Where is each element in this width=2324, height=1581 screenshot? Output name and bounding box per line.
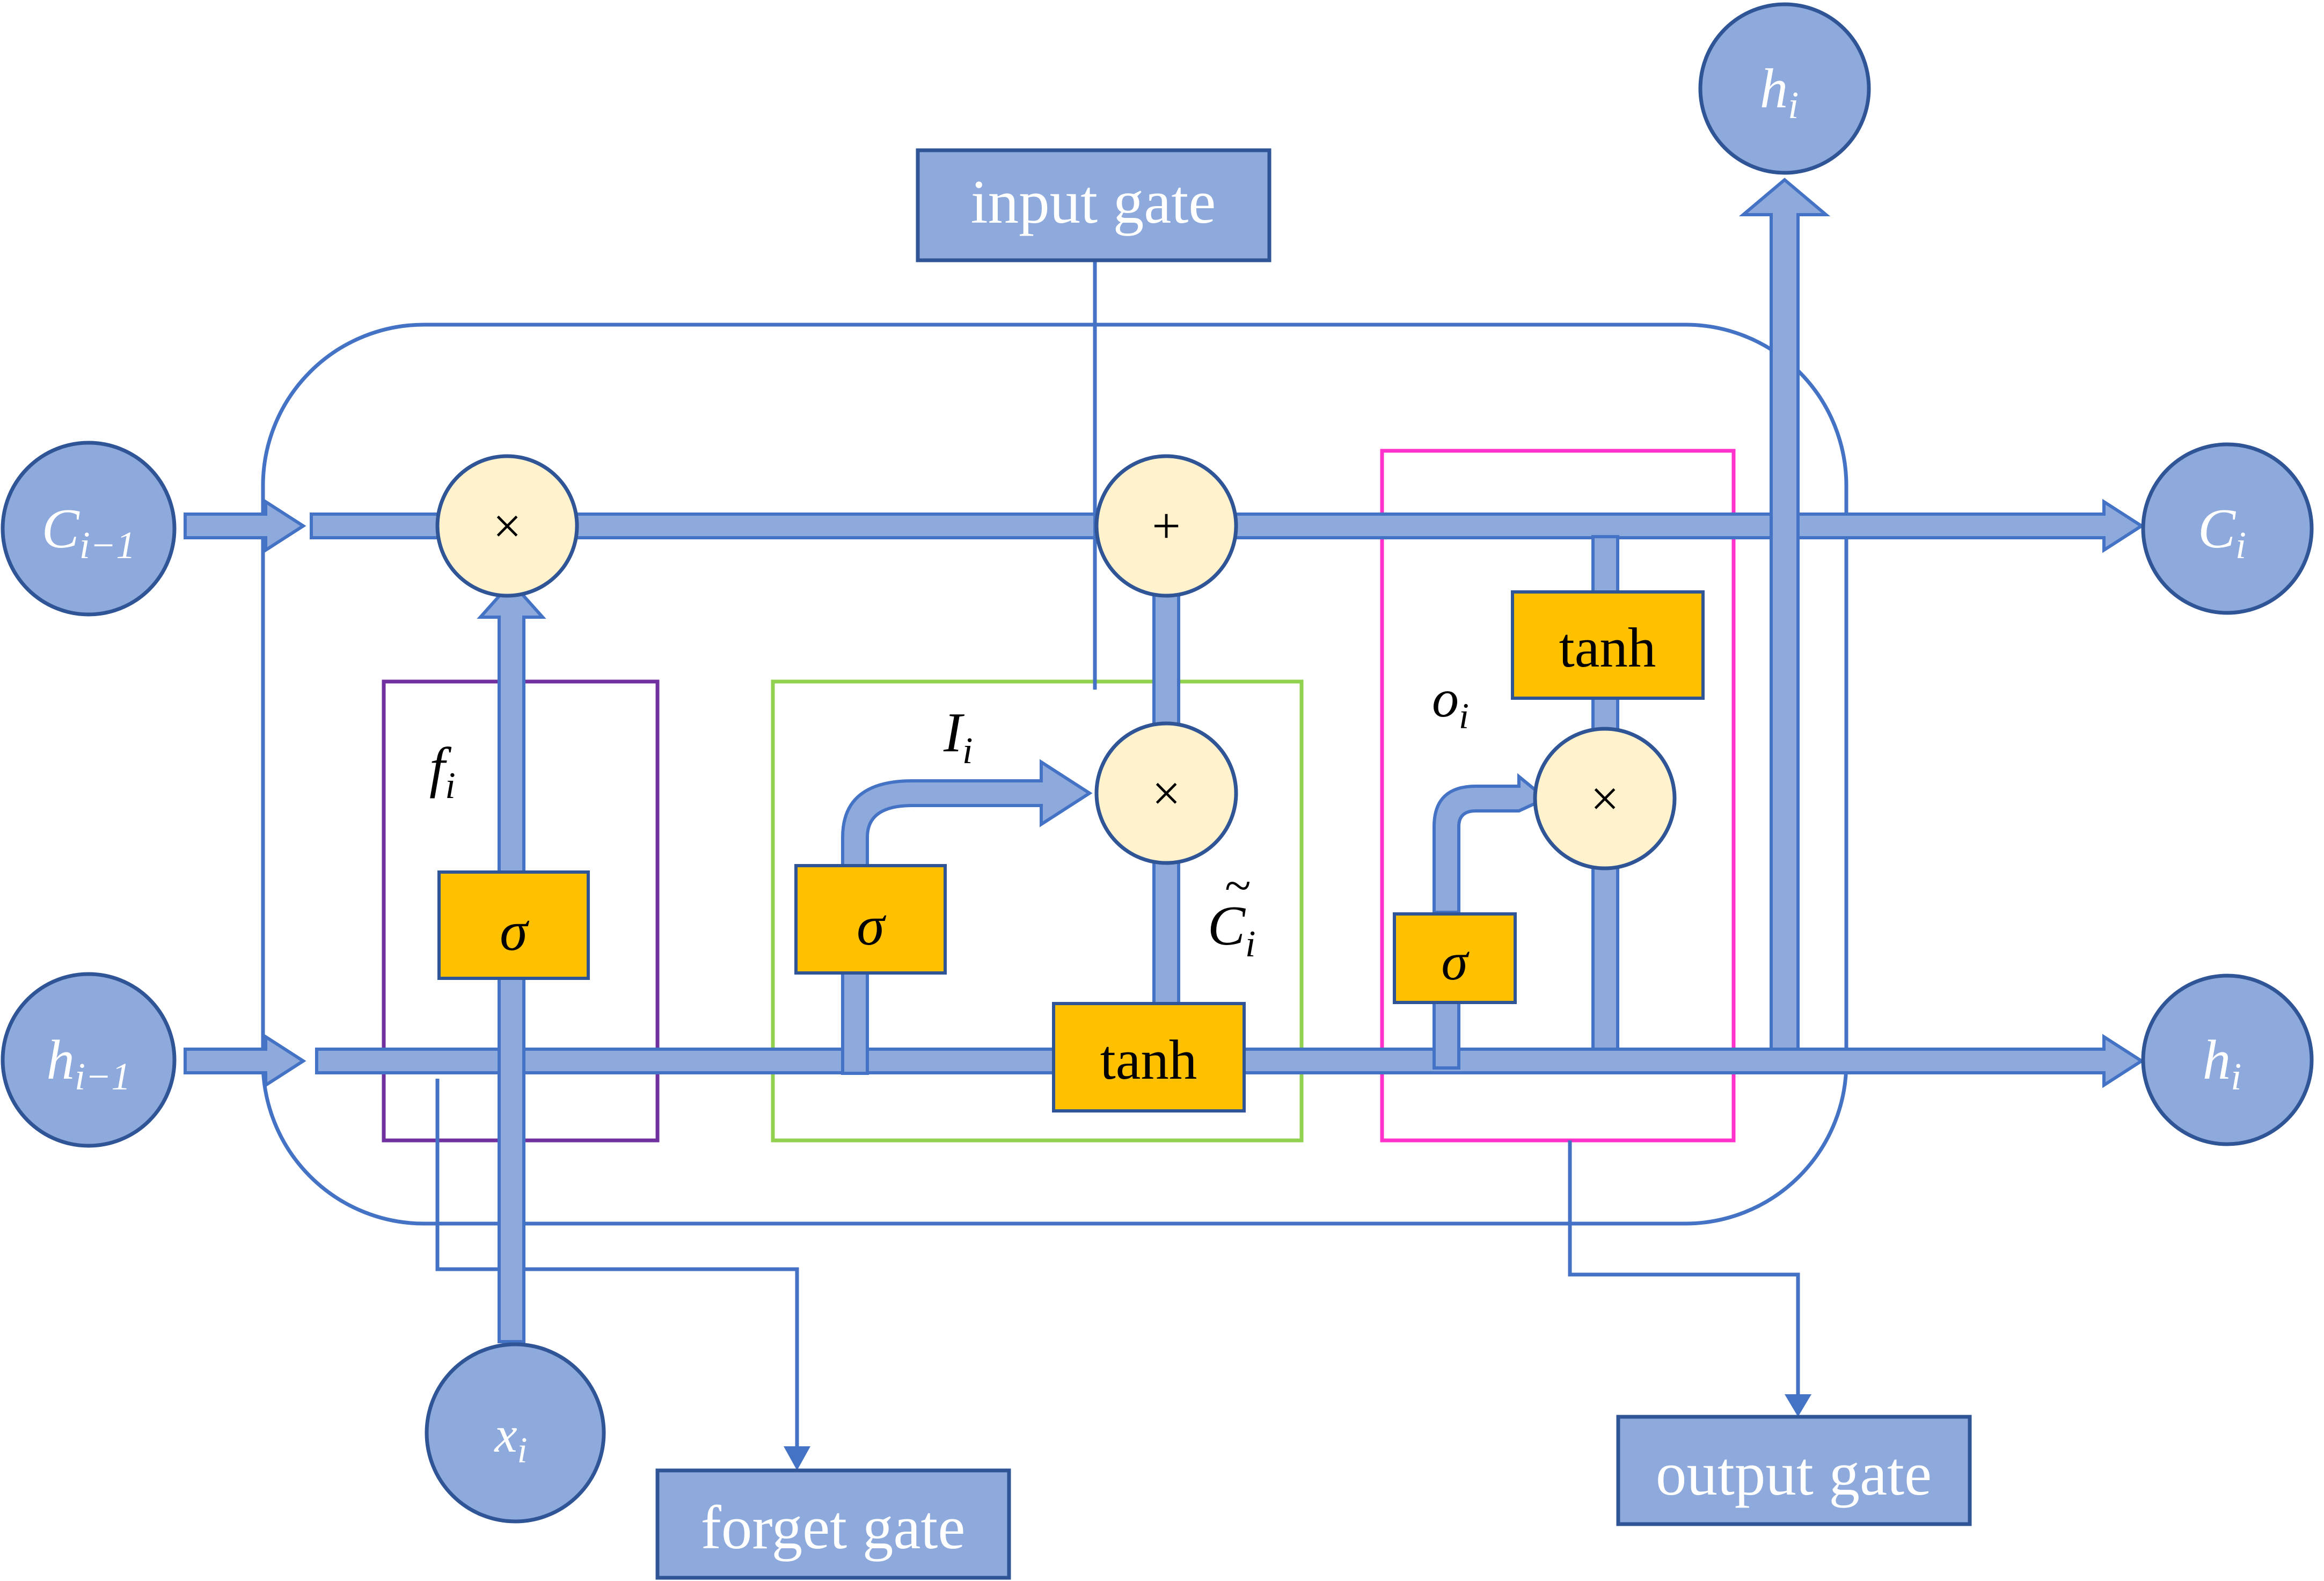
c-prev-label: Ci−1 [42,497,136,567]
input-curved-arrow [841,759,1093,871]
h-next-label: hi [2203,1028,2242,1098]
h-prev-node [1,972,177,1148]
c-prev-input-arrow [184,499,306,553]
h-top-output-arrow [1738,178,1831,1051]
h-next-node [2141,974,2314,1146]
cell-line-output-arrow [1230,499,2145,553]
c-next-node [2141,442,2314,615]
h-top-label: hi [1760,57,1799,127]
output-gate-variable: oi [1432,669,1469,736]
forget-gate-label-box [655,1468,1011,1580]
forget-multiply-symbol: × [493,497,522,554]
forget-gate-connector-arrowhead [784,1446,810,1470]
output-curved-arrow [1433,773,1549,914]
input-sigma-stem [841,964,869,1075]
input-multiply-node [1094,721,1238,865]
input-tanh-label: tanh [1100,1028,1197,1091]
output-multiply-node [1533,727,1677,870]
input-sigma-box [794,864,947,975]
output-sigma-stem [1433,997,1460,1070]
forget-gate-label: forget gate [701,1494,966,1562]
cell-to-output-tanh-pipe [1591,535,1619,595]
input-gate-label-box [916,148,1271,262]
input-tanh-box [1052,1002,1246,1112]
forget-multiply-node [435,454,579,598]
output-mult-to-hidden-pipe [1591,862,1619,1051]
output-gate-connector-arrowhead [1785,1394,1811,1417]
forget-sigma-label: σ [500,899,530,962]
candidate-vertical-pipe [1152,852,1180,1011]
output-gate-region [1380,449,1736,1143]
input-gate-variable: Ii [943,701,973,772]
output-tanh-box [1511,590,1705,700]
input-multiply-symbol: × [1152,765,1181,822]
output-multiply-symbol: × [1590,770,1619,827]
cell-line-seg-2 [573,513,1097,539]
output-sigma-box [1393,912,1517,1004]
candidate-variable: Ci [1208,894,1256,965]
forget-gate-connector [435,1079,799,1449]
h-top-node [1698,2,1871,175]
hidden-line-seg-1 [315,1048,1056,1074]
forget-output-variable: fi [429,736,456,807]
x-input-node [425,1342,606,1524]
cell-add-symbol: + [1152,497,1181,554]
output-tanh-label: tanh [1559,616,1656,679]
x-input-label: xi [493,1406,527,1470]
cell-line-seg-1 [310,513,442,539]
c-prev-node [1,441,177,617]
input-gate-region [771,679,1304,1143]
candidate-tilde: ~ [1225,859,1251,912]
output-gate-label: output gate [1656,1440,1932,1508]
output-gate-connector [1568,1140,1800,1395]
output-gate-label-box [1616,1415,1972,1526]
cell-boundary [261,323,1848,1226]
h-prev-label: hi−1 [46,1028,130,1098]
cell-add-node [1094,454,1238,598]
input-gate-label: input gate [971,168,1216,236]
h-prev-input-arrow [184,1034,306,1088]
output-sigma-label: σ [1441,932,1470,991]
input-sigma-label: σ [857,894,887,957]
hidden-line-output-arrow [1241,1034,2145,1088]
forget-sigma-box [437,870,590,980]
c-next-label: Ci [2198,497,2246,567]
